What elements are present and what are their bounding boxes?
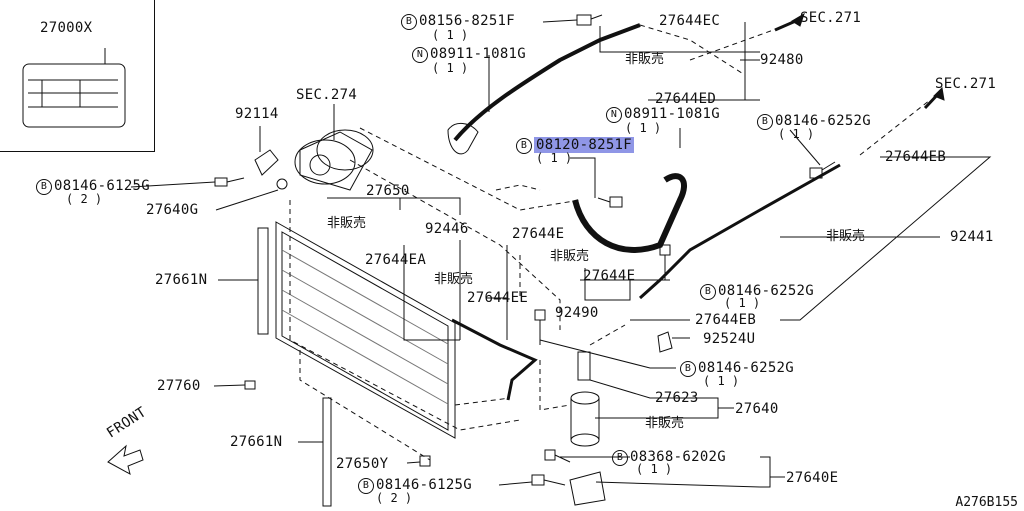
qty: ( 1 ): [625, 121, 662, 135]
front-arrow-icon: [107, 444, 144, 475]
label-text: 08146-6125G: [54, 178, 151, 194]
qty: ( 2 ): [66, 192, 103, 206]
label-27661n-a: 27661N: [155, 272, 208, 288]
label-text: 08911-1081G: [624, 106, 721, 122]
highlighted-part-number[interactable]: 08120-8251F: [534, 137, 635, 153]
diagram-reference-id: A276B155: [955, 495, 1018, 510]
label-not-sold-3: 非販売: [550, 249, 590, 264]
label-92441: 92441: [950, 229, 994, 245]
label-text: 08146-6252G: [718, 283, 815, 299]
qty: ( 1 ): [778, 127, 815, 141]
label-92490: 92490: [555, 305, 599, 321]
pipe-92446: [451, 318, 538, 401]
bracket-27650y: [419, 455, 431, 467]
label-text: 08368-6202G: [630, 449, 727, 465]
label-27640g: 27640G: [146, 202, 199, 218]
qty: ( 1 ): [703, 374, 740, 388]
label-sec274: SEC.274: [296, 87, 358, 103]
qty: ( 1 ): [432, 28, 469, 42]
clamp-92524u: [657, 331, 673, 353]
compressor: [294, 129, 374, 191]
label-27640: 27640: [735, 401, 779, 417]
label-92480: 92480: [760, 52, 804, 68]
receiver-drier: [570, 351, 600, 447]
label-sec271-top: SEC.271: [800, 10, 862, 26]
pipe-92480: [453, 23, 641, 142]
inset-part-number: 27000X: [40, 20, 93, 36]
label-27644ec: 27644EC: [659, 13, 721, 29]
label-92446: 92446: [425, 221, 469, 237]
prefix-b: B: [516, 138, 532, 154]
label-text: 08156-8251F: [419, 13, 516, 29]
label-27644ed: 27644ED: [655, 91, 717, 107]
side-seal-lower: [322, 397, 332, 507]
prefix-b: B: [757, 114, 773, 130]
label-27644eb-a: 27644EB: [885, 149, 947, 165]
label-27661n-b: 27661N: [230, 434, 283, 450]
bracket-92114: [254, 149, 279, 176]
label-27640e: 27640E: [786, 470, 839, 486]
clip-27760: [244, 380, 256, 390]
prefix-b: B: [612, 450, 628, 466]
prefix-b: B: [680, 361, 696, 377]
qty: ( 1 ): [432, 61, 469, 75]
prefix-n: N: [412, 47, 428, 63]
qty: ( 1 ): [636, 462, 673, 476]
inset-box: [0, 0, 155, 152]
condenser: [275, 221, 456, 439]
label-sec271-right: SEC.271: [935, 76, 997, 92]
prefix-n: N: [606, 107, 622, 123]
prefix-b: B: [358, 478, 374, 494]
prefix-b: B: [700, 284, 716, 300]
qty: ( 2 ): [376, 491, 413, 505]
label-text: 08146-6252G: [775, 113, 872, 129]
label-not-sold-1: 非販売: [327, 216, 367, 231]
label-plate: [22, 63, 126, 128]
pipe-92441: [638, 163, 841, 300]
hose-92490: [572, 173, 687, 253]
qty: ( 1 ): [724, 296, 761, 310]
qty: ( 1 ): [536, 151, 573, 165]
label-text: 08146-6252G: [698, 360, 795, 376]
side-seal-upper: [257, 227, 269, 335]
label-not-sold-2: 非販売: [434, 272, 474, 287]
prefix-b: B: [401, 14, 417, 30]
label-not-sold-6: 非販売: [645, 416, 685, 431]
label-27650: 27650: [366, 183, 410, 199]
label-text: 08146-6125G: [376, 477, 473, 493]
label-27644ee: 27644EE: [467, 290, 529, 306]
label-27644eb-b: 27644EB: [695, 312, 757, 328]
label-27644ea: 27644EA: [365, 252, 427, 268]
label-27644e-b: 27644E: [583, 268, 636, 284]
label-27760: 27760: [157, 378, 201, 394]
label-text: 08911-1081G: [430, 46, 527, 62]
label-92524u: 92524U: [703, 331, 756, 347]
prefix-b: B: [36, 179, 52, 195]
label-27623: 27623: [655, 390, 699, 406]
label-27650y: 27650Y: [336, 456, 389, 472]
label-not-sold-5: 非販売: [826, 229, 866, 244]
label-not-sold-4: 非販売: [625, 52, 665, 67]
bracket-27640e: [569, 471, 606, 506]
label-27644e-a: 27644E: [512, 226, 565, 242]
grommet-27640g: [276, 178, 288, 190]
label-92114: 92114: [235, 106, 279, 122]
